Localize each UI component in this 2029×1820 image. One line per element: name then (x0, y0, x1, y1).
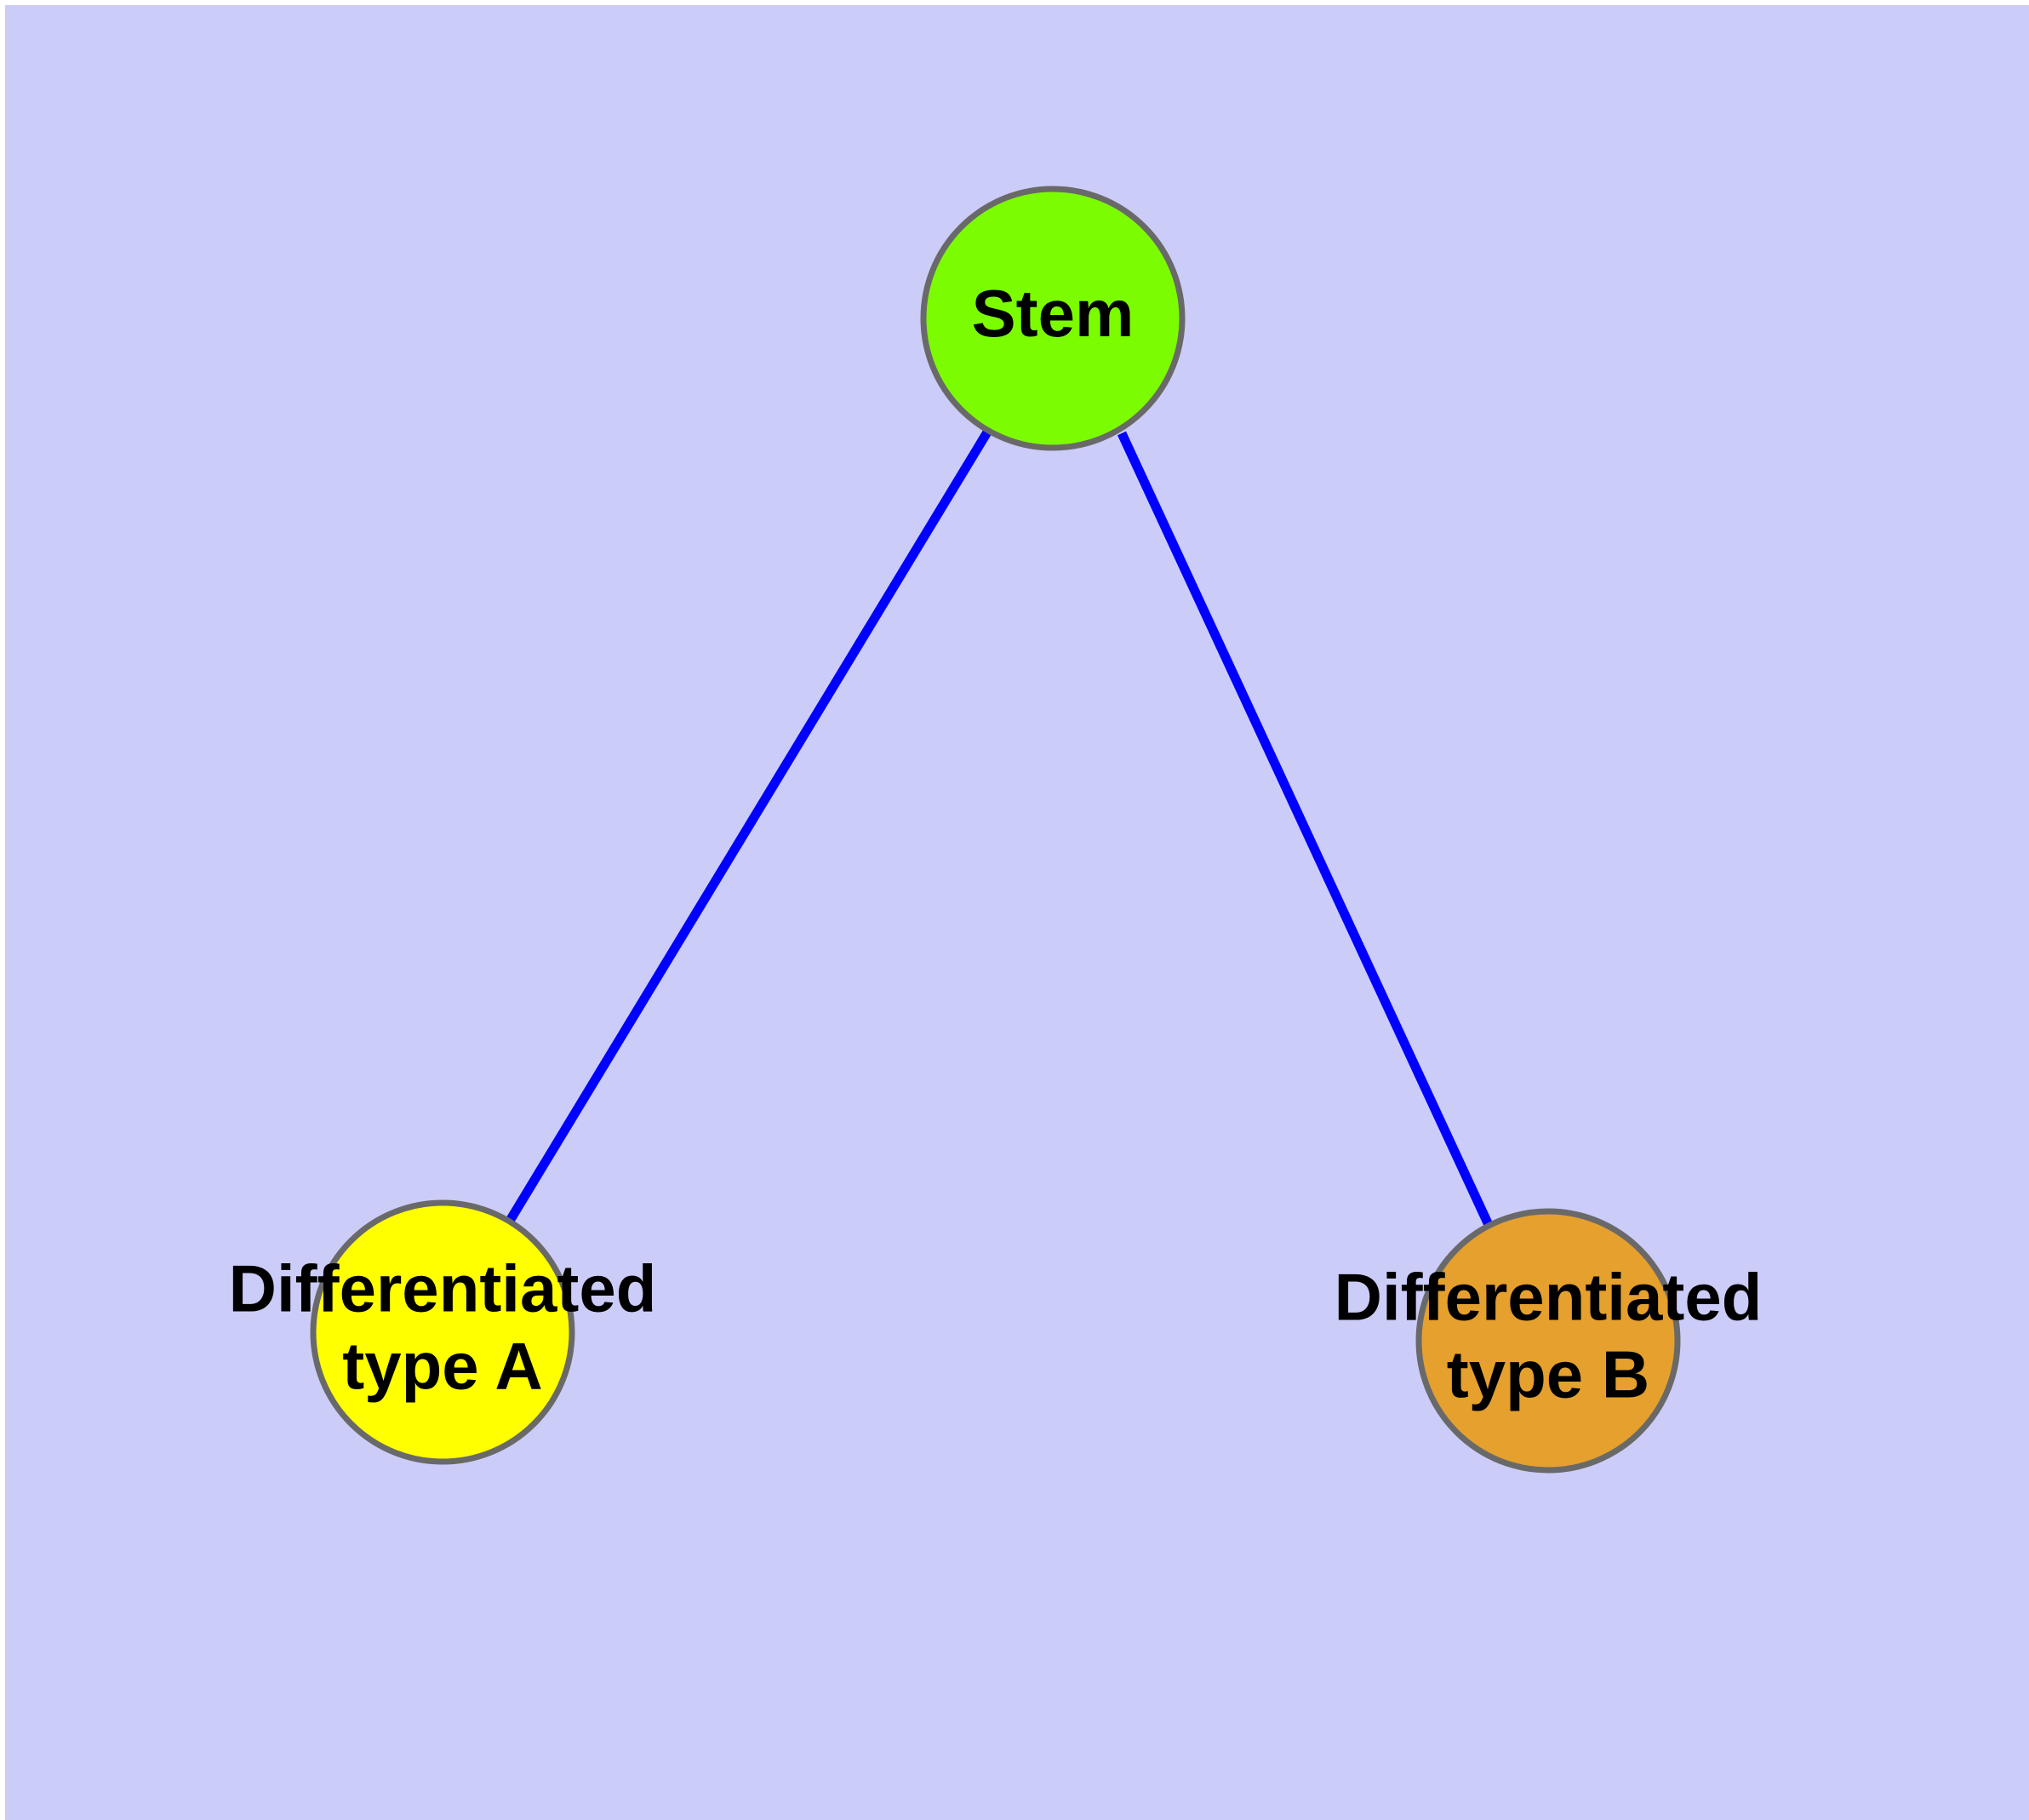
node-label-line: Stem (972, 276, 1135, 351)
node-label-line: Differentiated (229, 1251, 657, 1325)
edge-layer (506, 428, 1494, 1229)
node-label-line: type A (342, 1328, 543, 1403)
node-diff_a[interactable] (310, 1199, 575, 1465)
edge-stem-to-a[interactable] (506, 428, 992, 1223)
edge-stem-to-b[interactable] (1117, 431, 1494, 1229)
node-diff_b[interactable] (1415, 1208, 1681, 1474)
node-stem[interactable] (920, 186, 1186, 451)
node-label-stem: Stem (972, 276, 1135, 351)
node-layer (310, 186, 1681, 1474)
node-label-line: Differentiated (1335, 1259, 1763, 1334)
node-label-line: type B (1447, 1336, 1649, 1411)
